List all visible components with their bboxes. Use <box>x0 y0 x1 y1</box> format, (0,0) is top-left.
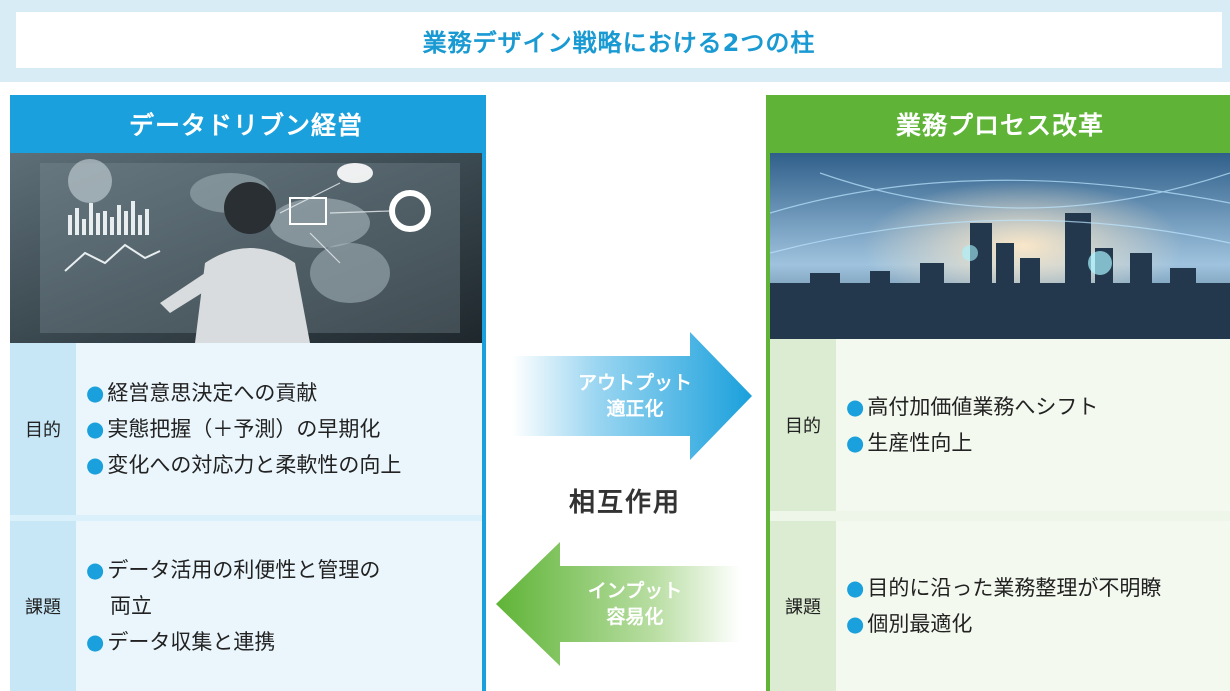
process-reform-issue-label: 課題 <box>770 521 836 691</box>
input-arrow-line2: 容易化 <box>606 606 664 628</box>
title-box: 業務デザイン戦略における2つの柱 <box>16 12 1222 68</box>
title-banner: 業務デザイン戦略における2つの柱 <box>0 0 1230 82</box>
list-item: ●実態把握（＋予測）の早期化 <box>86 417 381 441</box>
process-reform-issue-list: ●目的に沿った業務整理が不明瞭 ●個別最適化 <box>836 521 1230 691</box>
data-driven-issue-list: ●データ活用の利便性と管理の 両立 ●データ収集と連携 <box>76 521 482 691</box>
list-item: ●変化への対応力と柔軟性の向上 <box>86 453 402 477</box>
bullet-icon: ● <box>846 395 865 419</box>
list-item-continuation: 両立 <box>110 594 152 618</box>
data-driven-issue-label: 課題 <box>10 521 76 691</box>
output-arrow-line1: アウトプット <box>577 372 692 394</box>
output-arrow-line2: 適正化 <box>606 398 664 420</box>
bullet-icon: ● <box>86 381 105 405</box>
list-item: ●データ活用の利便性と管理の <box>86 558 381 582</box>
data-driven-purpose-list: ●経営意思決定への貢献 ●実態把握（＋予測）の早期化 ●変化への対応力と柔軟性の… <box>76 343 482 515</box>
output-arrow-label: アウトプット 適正化 <box>565 370 705 422</box>
process-reform-column: 業務プロセス改革 <box>766 95 1230 691</box>
data-driven-column: データドリブン経営 <box>10 95 486 691</box>
data-driven-purpose-label: 目的 <box>10 343 76 515</box>
list-item: ●生産性向上 <box>846 431 973 455</box>
list-item: ●データ収集と連携 <box>86 630 276 654</box>
list-item: ●経営意思決定への貢献 <box>86 381 318 405</box>
city-network-photo <box>770 153 1230 339</box>
list-item: ●高付加価値業務へシフト <box>846 395 1099 419</box>
data-driven-purpose-row: 目的 ●経営意思決定への貢献 ●実態把握（＋予測）の早期化 ●変化への対応力と柔… <box>10 343 482 515</box>
input-arrow-line1: インプット <box>587 580 683 602</box>
process-reform-purpose-list: ●高付加価値業務へシフト ●生産性向上 <box>836 339 1230 511</box>
data-driven-header: データドリブン経営 <box>10 95 482 153</box>
list-item: ●個別最適化 <box>846 612 973 636</box>
bullet-icon: ● <box>846 612 865 636</box>
bullet-icon: ● <box>86 558 105 582</box>
process-reform-purpose-row: 目的 ●高付加価値業務へシフト ●生産性向上 <box>770 339 1230 511</box>
input-arrow <box>496 542 740 666</box>
process-reform-issue-row: 課題 ●目的に沿った業務整理が不明瞭 ●個別最適化 <box>770 521 1230 691</box>
bullet-icon: ● <box>846 431 865 455</box>
page-title: 業務デザイン戦略における2つの柱 <box>422 28 816 57</box>
list-item: ●目的に沿った業務整理が不明瞭 <box>846 576 1162 600</box>
process-reform-header: 業務プロセス改革 <box>770 95 1230 153</box>
interaction-arrows <box>496 332 752 666</box>
bullet-icon: ● <box>86 417 105 441</box>
bullet-icon: ● <box>86 630 105 654</box>
input-arrow-label: インプット 容易化 <box>565 578 705 630</box>
data-analytics-photo <box>10 153 482 343</box>
bullet-icon: ● <box>86 453 105 477</box>
bullet-icon: ● <box>846 576 865 600</box>
process-reform-purpose-label: 目的 <box>770 339 836 511</box>
interaction-label: 相互作用 <box>568 488 681 518</box>
output-arrow <box>512 332 752 460</box>
data-driven-issue-row: 課題 ●データ活用の利便性と管理の 両立 ●データ収集と連携 <box>10 521 482 691</box>
